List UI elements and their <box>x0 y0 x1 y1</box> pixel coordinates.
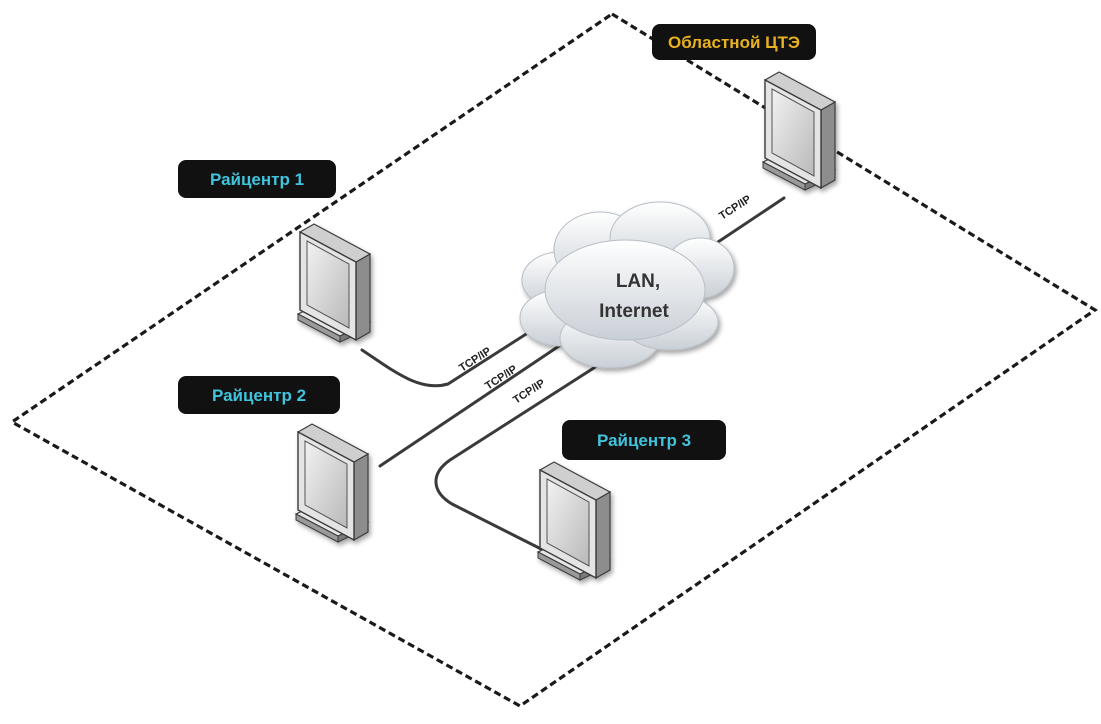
node-label-center-text: Областной ЦТЭ <box>668 33 800 52</box>
monitor-icon <box>295 423 369 543</box>
cloud-label-line2: Internet <box>599 301 669 322</box>
cloud-label-line1: LAN, <box>616 271 660 292</box>
cloud-icon <box>519 201 735 369</box>
node-r1[interactable] <box>297 223 371 343</box>
node-label-r1-text: Райцентр 1 <box>210 170 304 189</box>
link-r2-cable <box>378 338 570 468</box>
node-label-r2-text: Райцентр 2 <box>212 386 306 405</box>
node-center[interactable] <box>762 71 836 191</box>
links <box>360 196 786 558</box>
node-r2[interactable] <box>295 423 369 543</box>
node-label-r1: Райцентр 1 <box>178 160 336 198</box>
node-label-r2: Райцентр 2 <box>178 376 340 414</box>
node-label-center: Областной ЦТЭ <box>652 24 816 60</box>
node-label-r3-text: Райцентр 3 <box>597 431 691 450</box>
link-r3-cable <box>434 362 602 558</box>
node-r3[interactable] <box>537 461 611 581</box>
link-r1-cable <box>360 320 547 388</box>
monitor-icon <box>762 71 836 191</box>
node-label-r3: Райцентр 3 <box>562 420 726 460</box>
monitor-icon <box>297 223 371 343</box>
region-boundary <box>8 12 1098 708</box>
link-label-center: TCP/IP <box>717 193 753 222</box>
link-center-cable <box>710 196 786 248</box>
monitor-icon <box>537 461 611 581</box>
